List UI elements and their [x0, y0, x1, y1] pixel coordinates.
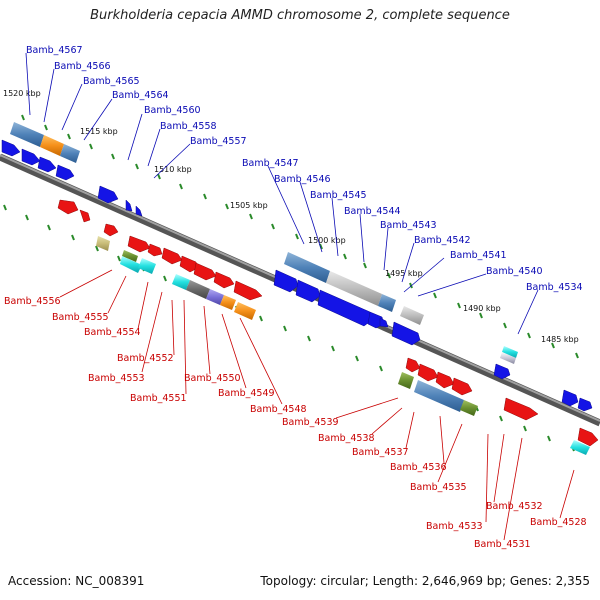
- gene-label: Bamb_4547: [242, 158, 299, 169]
- gene-arrow: [503, 397, 539, 421]
- kbp-label: 1495 kbp: [385, 269, 423, 278]
- forward-gene-labels: Bamb_4567 Bamb_4566 Bamb_4565 Bamb_4564 …: [25, 45, 583, 335]
- gene-label: Bamb_4548: [250, 404, 307, 415]
- gene-arrow: [1, 139, 21, 157]
- gene-label: Bamb_4554: [84, 327, 141, 338]
- gene-label: Bamb_4540: [486, 266, 543, 277]
- gene-arrow: [55, 164, 75, 181]
- kbp-label: 1490 kbp: [463, 304, 501, 313]
- gene-label: Bamb_4558: [160, 121, 217, 132]
- gene-arrow: [179, 255, 199, 273]
- gene-label: Bamb_4541: [450, 250, 507, 261]
- gene-label: Bamb_4567: [26, 45, 83, 56]
- gene-arrow: [79, 209, 91, 223]
- gene-label: Bamb_4566: [54, 61, 111, 72]
- gene-label: Bamb_4564: [112, 90, 169, 101]
- gene-arrow: [451, 377, 473, 396]
- gene-arrow: [577, 397, 593, 412]
- gene-arrow: [577, 427, 599, 447]
- gene-label: Bamb_4544: [344, 206, 401, 217]
- gene-label: Bamb_4531: [474, 539, 531, 550]
- gene-arrow: [233, 280, 263, 301]
- reverse-features: [96, 236, 590, 455]
- gene-label: Bamb_4532: [486, 501, 543, 512]
- gene-label: Bamb_4546: [274, 174, 331, 185]
- gene-arrow: [561, 389, 579, 407]
- gene-label: Bamb_4538: [318, 433, 375, 444]
- gene-label: Bamb_4539: [282, 417, 339, 428]
- gene-arrow: [435, 371, 455, 389]
- kbp-label: 1520 kbp: [3, 89, 41, 98]
- gene-arrow: [127, 235, 151, 253]
- gene-arrow: [161, 247, 183, 265]
- gene-label: Bamb_4533: [426, 521, 483, 532]
- gene-arrow: [57, 199, 79, 215]
- gene-label: Bamb_4545: [310, 190, 367, 201]
- gene-label: Bamb_4552: [117, 353, 174, 364]
- gene-label: Bamb_4560: [144, 105, 201, 116]
- scale-labels: 1520 kbp 1515 kbp 1510 kbp 1505 kbp 1500…: [3, 89, 579, 344]
- gene-arrow: [295, 279, 321, 303]
- gene-arrow: [391, 321, 421, 346]
- gene-arrow: [273, 269, 299, 293]
- map-title: Burkholderia cepacia AMMD chromosome 2, …: [90, 8, 510, 23]
- kbp-label: 1500 kbp: [308, 236, 346, 245]
- gene-arrow: [125, 199, 133, 212]
- gene-arrow: [21, 148, 41, 166]
- kbp-label: 1510 kbp: [154, 165, 192, 174]
- forward-strand-genes: [1, 139, 593, 412]
- gene-label: Bamb_4536: [390, 462, 447, 473]
- gene-label: Bamb_4550: [184, 373, 241, 384]
- accession-text: Accession: NC_008391: [8, 574, 145, 588]
- reverse-strand-genes: [57, 199, 599, 447]
- gene-arrow: [379, 317, 389, 328]
- gene-arrow: [97, 185, 119, 204]
- gene-arrow: [405, 357, 421, 373]
- gene-arrow: [493, 363, 511, 380]
- gene-label: Bamb_4553: [88, 373, 145, 384]
- gene-label: Bamb_4534: [526, 282, 583, 293]
- kbp-label: 1515 kbp: [80, 127, 118, 136]
- gene-label: Bamb_4565: [83, 76, 140, 87]
- gene-arrow: [37, 156, 57, 173]
- reverse-gene-labels: Bamb_4556 Bamb_4555 Bamb_4554 Bamb_4552 …: [4, 269, 587, 550]
- gene-arrow: [193, 262, 217, 281]
- gene-label: Bamb_4549: [218, 388, 275, 399]
- gene-label: Bamb_4551: [130, 393, 187, 404]
- gene-arrow: [417, 363, 439, 382]
- gene-label: Bamb_4542: [414, 235, 471, 246]
- gene-label: Bamb_4535: [410, 482, 467, 493]
- gene-arrow: [147, 243, 163, 257]
- gene-label: Bamb_4555: [52, 312, 109, 323]
- gene-arrow: [213, 271, 235, 289]
- gene-label: Bamb_4556: [4, 296, 61, 307]
- gene-label: Bamb_4543: [380, 220, 437, 231]
- gene-label: Bamb_4537: [352, 447, 409, 458]
- kbp-label: 1485 kbp: [541, 335, 579, 344]
- gene-label: Bamb_4557: [190, 136, 247, 147]
- gene-label: Bamb_4528: [530, 517, 587, 528]
- forward-features: [10, 122, 518, 364]
- kbp-label: 1505 kbp: [230, 201, 268, 210]
- gene-arrow: [103, 223, 119, 237]
- topology-text: Topology: circular; Length: 2,646,969 bp…: [260, 574, 590, 588]
- gene-arrow: [135, 205, 143, 217]
